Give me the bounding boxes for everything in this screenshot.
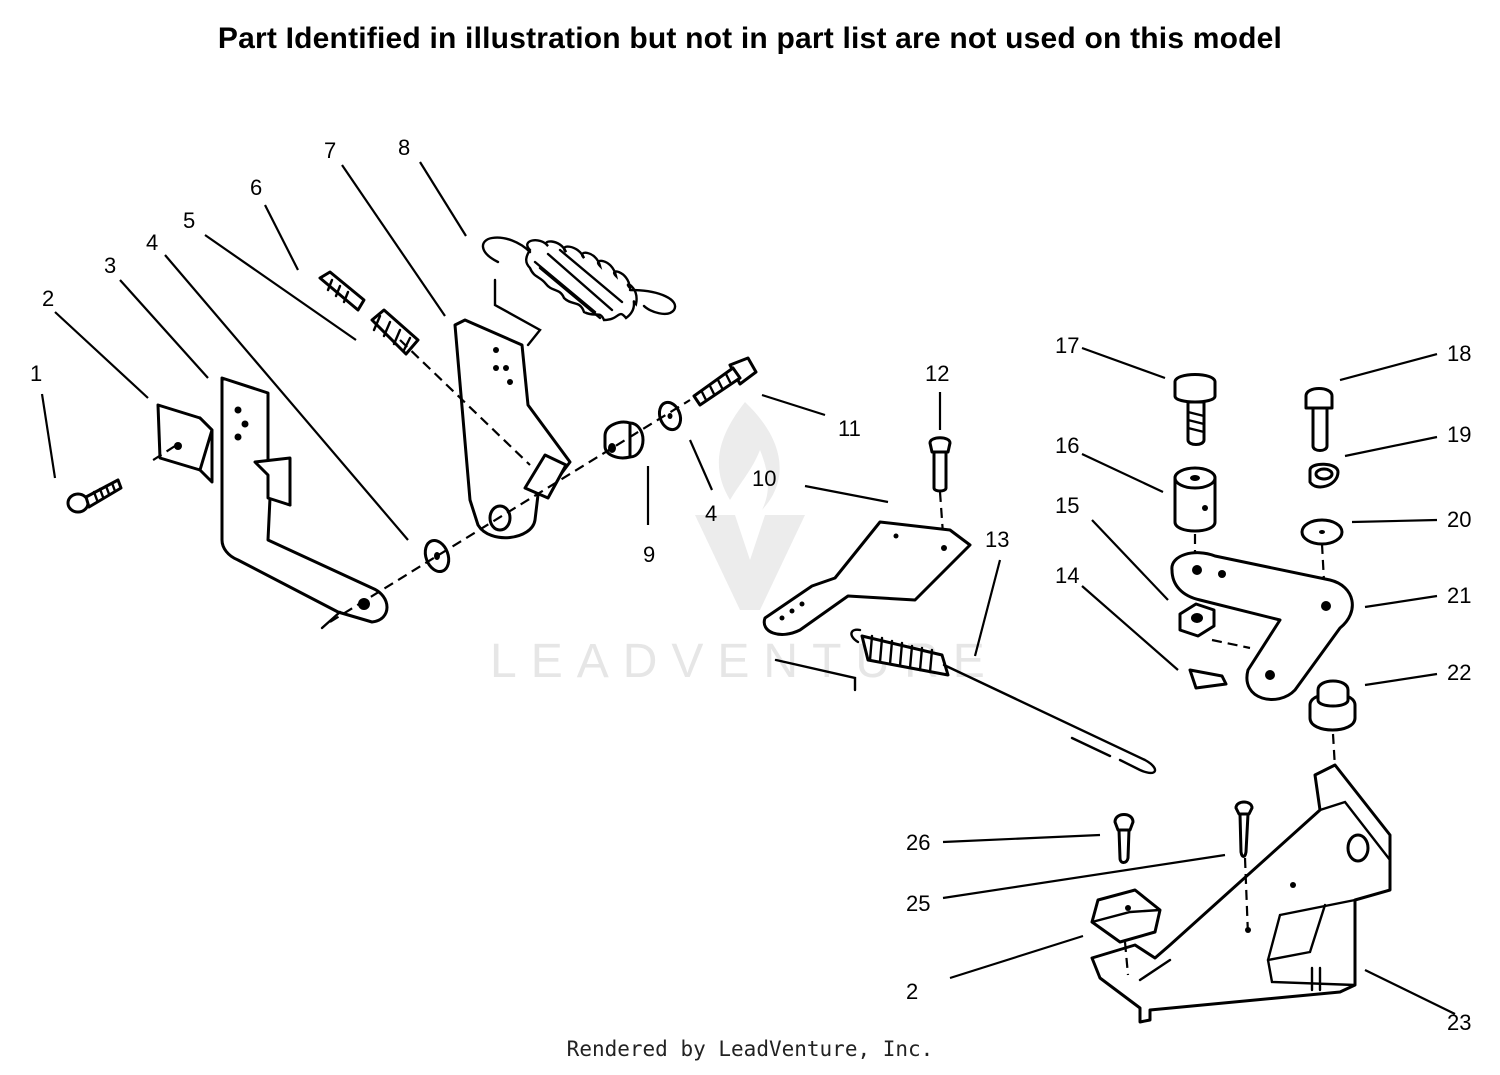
part-3-bracket	[220, 376, 389, 630]
page-title: Part Identified in illustration but not …	[217, 22, 1283, 55]
callout-6: 6	[250, 175, 262, 200]
footer-credit: Rendered by LeadVenture, Inc.	[566, 1037, 934, 1061]
part-4-washer-b	[657, 400, 683, 432]
part-22-nut	[1308, 679, 1357, 769]
part-19-e-clip	[1308, 462, 1340, 489]
callout-3: 3	[104, 253, 116, 278]
callout-14: 14	[1055, 563, 1079, 588]
callout-15: 15	[1055, 493, 1079, 518]
callout-21: 21	[1447, 583, 1471, 608]
callout-17: 17	[1055, 333, 1079, 358]
callout-7: 7	[324, 138, 336, 163]
callout-8: 8	[398, 135, 410, 160]
part-23-base-bracket	[1090, 763, 1392, 1024]
assembly-axis-upper	[399, 339, 531, 466]
callout-20: 20	[1447, 507, 1471, 532]
leadventure-logo-icon	[695, 402, 805, 610]
part-10-arm	[762, 520, 972, 692]
callout-25: 25	[906, 891, 930, 916]
callout-11: 11	[838, 416, 861, 441]
part-11-bolt	[692, 356, 758, 407]
assembly-axis-left	[329, 399, 691, 623]
part-26-pin	[1113, 813, 1135, 864]
part-13-spring-hook	[850, 628, 1157, 775]
part-2-clip	[156, 403, 214, 484]
callout-5: 5	[183, 208, 195, 233]
callout-2: 2	[42, 286, 54, 311]
part-17-bolt	[1173, 373, 1217, 446]
part-20-washer	[1300, 518, 1344, 601]
part-1-screw	[66, 478, 123, 514]
assembly-axis-screw	[149, 445, 176, 463]
part-8-spring	[481, 236, 677, 347]
callout-23: 23	[1447, 1010, 1471, 1035]
part-4-washer	[423, 539, 451, 573]
part-7-lever-plate	[453, 318, 572, 540]
part-18-bolt	[1304, 387, 1334, 452]
part-6-bolt	[318, 270, 366, 312]
callout-12: 12	[925, 361, 949, 386]
callout-labels: 1 2 3 4 5 6 7 8 9 4 10 11 12 13 14 15 16…	[30, 135, 1471, 1035]
callout-9: 9	[643, 542, 655, 567]
part-25-clip-nut	[1090, 888, 1162, 976]
part-15-nut	[1178, 602, 1216, 638]
callout-10: 10	[752, 466, 776, 491]
leader-lines	[40, 161, 1456, 1015]
part-16-bushing	[1173, 466, 1217, 560]
callout-13: 13	[985, 527, 1009, 552]
callout-1: 1	[30, 361, 42, 386]
callout-22: 22	[1447, 660, 1471, 685]
callout-2-b: 2	[906, 979, 918, 1004]
part-12-pin	[928, 436, 952, 549]
callout-26: 26	[906, 830, 930, 855]
part-14-cotter-clip	[1188, 638, 1251, 690]
callout-4: 4	[146, 230, 158, 255]
callout-16: 16	[1055, 433, 1079, 458]
callout-18: 18	[1447, 341, 1471, 366]
part-21-plate	[1170, 551, 1354, 701]
part-5-spring-nut	[370, 308, 420, 356]
callout-19: 19	[1447, 422, 1471, 447]
part-rivet-pin	[1234, 800, 1254, 936]
callout-4-b: 4	[705, 501, 717, 526]
